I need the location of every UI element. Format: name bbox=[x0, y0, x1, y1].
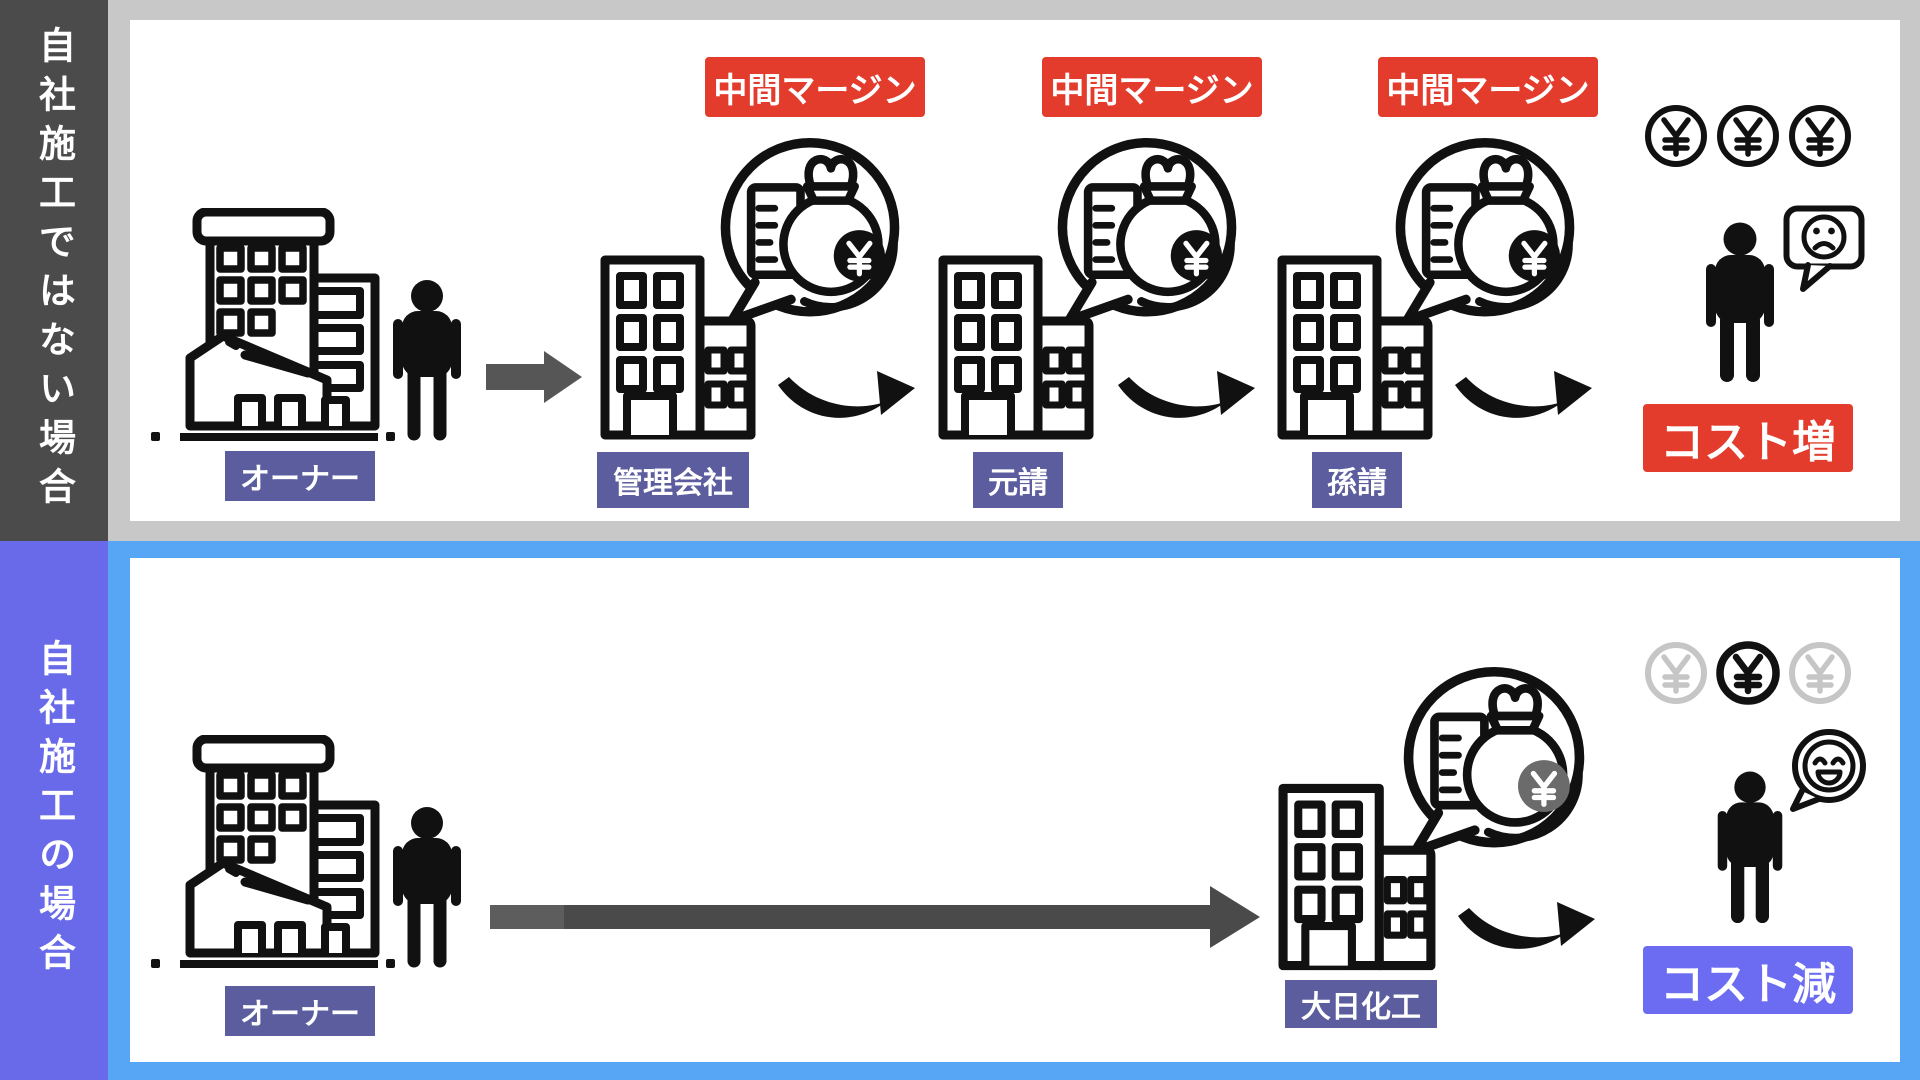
yen-coin-icon bbox=[1787, 103, 1853, 169]
happy-face-bubble-icon bbox=[1786, 728, 1866, 814]
cost-increase-label: コスト増 bbox=[1643, 404, 1853, 472]
company-building-icon-2 bbox=[938, 255, 1098, 440]
owner-label-bottom: オーナー bbox=[225, 986, 375, 1036]
margin-label-1: 中間マージン bbox=[705, 57, 925, 117]
curved-arrow-icon-3 bbox=[1452, 367, 1592, 429]
owner-buildings-icon bbox=[150, 735, 500, 970]
cost-decrease-label: コスト減 bbox=[1643, 946, 1853, 1014]
company-building-icon-3 bbox=[1277, 255, 1437, 440]
company-label-2: 元請 bbox=[973, 452, 1063, 508]
section-self-construction: 自社施工の場合 bbox=[0, 541, 1920, 1080]
yen-coin-icon bbox=[1715, 640, 1781, 706]
yen-coin-icon-gray bbox=[1787, 640, 1853, 706]
curved-arrow-icon-1 bbox=[775, 367, 915, 429]
margin-label-2: 中間マージン bbox=[1042, 57, 1262, 117]
sidebar-bottom: 自社施工の場合 bbox=[0, 541, 108, 1080]
section-not-self-construction: 自社施工ではない場合 オーナー 中間マージン 管理会社 中間マージン 元請 中間… bbox=[0, 0, 1920, 541]
sidebar-top: 自社施工ではない場合 bbox=[0, 0, 108, 541]
company-label-1: 管理会社 bbox=[597, 452, 749, 508]
curved-arrow-icon-4 bbox=[1455, 898, 1595, 960]
company-label-3: 孫請 bbox=[1312, 452, 1402, 508]
flow-arrow-icon bbox=[486, 351, 582, 403]
yen-coin-icon bbox=[1643, 103, 1709, 169]
dainichi-company-label: 大日化工 bbox=[1285, 980, 1437, 1028]
section-top-title: 自社施工ではない場合 bbox=[32, 25, 76, 516]
owner-label: オーナー bbox=[225, 451, 375, 501]
owner-buildings-icon bbox=[150, 208, 500, 443]
yen-coin-icon bbox=[1715, 103, 1781, 169]
company-building-icon-4 bbox=[1278, 783, 1440, 971]
direct-flow-arrow-icon bbox=[490, 886, 1260, 948]
person-icon bbox=[1700, 222, 1780, 384]
company-building-icon-1 bbox=[600, 255, 760, 440]
sad-face-bubble-icon bbox=[1783, 205, 1865, 293]
yen-coin-icon-gray bbox=[1643, 640, 1709, 706]
person-icon bbox=[1712, 770, 1788, 926]
section-bottom-title: 自社施工の場合 bbox=[32, 639, 76, 982]
margin-label-3: 中間マージン bbox=[1378, 57, 1598, 117]
curved-arrow-icon-2 bbox=[1115, 367, 1255, 429]
